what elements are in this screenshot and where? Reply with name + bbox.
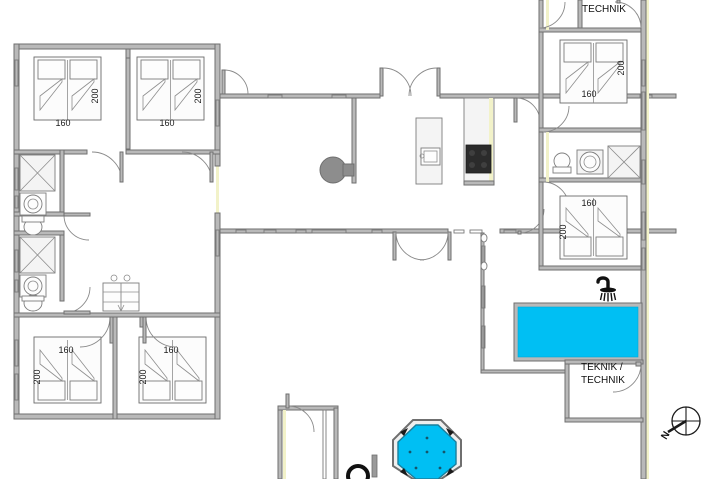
- wall-terrace-right: [333, 407, 339, 479]
- wall-left-top: [13, 43, 221, 50]
- bed-group-3: 160 200: [32, 336, 102, 404]
- wall-right-bath-left: [538, 131, 544, 181]
- room-label-teknik-1: TEKNIK /: [581, 362, 623, 373]
- door-technik-top: [614, 0, 642, 29]
- bed-label-200-3: 200: [32, 369, 42, 384]
- windows-left-wall: [14, 59, 19, 401]
- swimming-pool: [513, 302, 643, 362]
- right-bathroom-fixtures: [552, 145, 641, 179]
- left-wing: 160 200 160 200: [13, 43, 221, 420]
- terrace-fixture: [346, 454, 378, 479]
- wall-teknik-bottom: [564, 417, 644, 423]
- bed-group-2: 160 200: [136, 56, 205, 128]
- bathroom-1: [19, 154, 56, 236]
- octagonal-hot-tub: [392, 419, 462, 479]
- bed-group-4: 160 200: [138, 336, 207, 404]
- door-bedroom-3: [79, 316, 114, 348]
- door-bedroom-1: [91, 151, 124, 183]
- insulation-right-bath: [546, 132, 549, 182]
- wall-under-bed1: [13, 149, 88, 155]
- wood-stove: [319, 156, 355, 184]
- bottom-terrace: [277, 393, 462, 479]
- bed-group-6: 160 200: [558, 195, 628, 260]
- kitchen-sink-unit: [415, 117, 443, 185]
- ceiling-fixture-line: [480, 233, 488, 271]
- wall-terrace-left: [277, 407, 283, 479]
- bed-label-160-4: 160: [163, 345, 178, 355]
- room-label-teknik-2: TECHNIK: [581, 375, 625, 386]
- bed-label-200-1: 200: [90, 88, 100, 103]
- wall-bath1-right: [59, 149, 65, 215]
- pool-water: [517, 306, 639, 358]
- wall-stove-partition: [351, 97, 357, 184]
- wall-right-bed2-left: [538, 181, 544, 271]
- wall-right-bed1-left: [538, 31, 544, 133]
- wall-technik-bottom: [538, 27, 642, 33]
- bed-group-1: 160 200: [33, 56, 102, 128]
- door-left-center: [221, 69, 249, 95]
- compass-north-label: N: [659, 430, 672, 442]
- wall-bedroom-divider-top-b: [125, 48, 131, 59]
- wall-pool-room-left: [480, 232, 485, 374]
- right-wing: TECHNIK 160 200: [513, 0, 649, 479]
- wall-pool-room-bottom: [480, 369, 566, 374]
- insulation-terrace: [283, 410, 286, 479]
- bed-label-160-5: 160: [581, 89, 596, 99]
- wall-technik-left: [538, 0, 544, 31]
- bed-label-160-1: 160: [55, 118, 70, 128]
- bed-label-200-4: 200: [138, 369, 148, 384]
- insulation-technik: [546, 0, 549, 30]
- wall-teknik-top: [564, 359, 644, 365]
- bed-label-160-3: 160: [58, 345, 73, 355]
- windows-left-right-wall: [215, 99, 220, 257]
- double-door-center-bottom: [392, 231, 452, 261]
- door-bedroom-2: [181, 151, 214, 183]
- door-bathroom-1: [63, 212, 91, 241]
- bed-group-5: 160 200: [559, 39, 628, 104]
- wall-right-bath-bottom: [538, 177, 642, 183]
- wall-left-right-upper: [214, 43, 221, 167]
- compass-rose: N: [659, 406, 701, 442]
- kitchen-counter-unit: [463, 97, 495, 186]
- kitchen-sink: [420, 147, 441, 166]
- bed-label-200-5: 200: [616, 60, 626, 75]
- windows-right-wall: [641, 59, 646, 271]
- wall-teknik-left: [564, 359, 570, 423]
- wall-right-bed2-bottom: [538, 265, 642, 271]
- wall-under-bed2: [125, 149, 221, 155]
- insulation-strip-right: [646, 0, 649, 479]
- bed-label-200-2: 200: [193, 88, 203, 103]
- terrace-glass: [322, 409, 327, 479]
- door-terrace: [285, 393, 315, 433]
- double-door-top: [379, 67, 441, 97]
- shower-icon: [596, 276, 617, 302]
- door-bedroom-4: [142, 316, 177, 348]
- wall-right-outer: [640, 0, 647, 479]
- wall-right-bed1-bottom: [538, 127, 642, 133]
- cabinet-unit: [102, 274, 140, 312]
- door-technik-left: [538, 1, 566, 29]
- bed-label-200-6: 200: [558, 224, 568, 239]
- door-bathroom-2: [63, 286, 91, 315]
- kitchen-cooktop: [465, 144, 492, 174]
- room-label-technik: TECHNIK: [582, 4, 626, 15]
- center-living-area: [219, 67, 677, 374]
- door-center-right-2: [517, 208, 545, 235]
- bed-label-160-2: 160: [159, 118, 174, 128]
- wall-under-baths: [13, 312, 221, 318]
- wall-bedroom-divider-bottom: [112, 316, 118, 420]
- bed-label-160-6: 160: [581, 198, 596, 208]
- wall-center-top-left: [219, 93, 381, 99]
- bathroom-2: [19, 236, 56, 312]
- door-teknik: [612, 361, 642, 393]
- windows-center-mid: [235, 229, 517, 234]
- wall-bath2-right: [59, 232, 65, 302]
- wall-bedroom-divider-top: [125, 48, 131, 150]
